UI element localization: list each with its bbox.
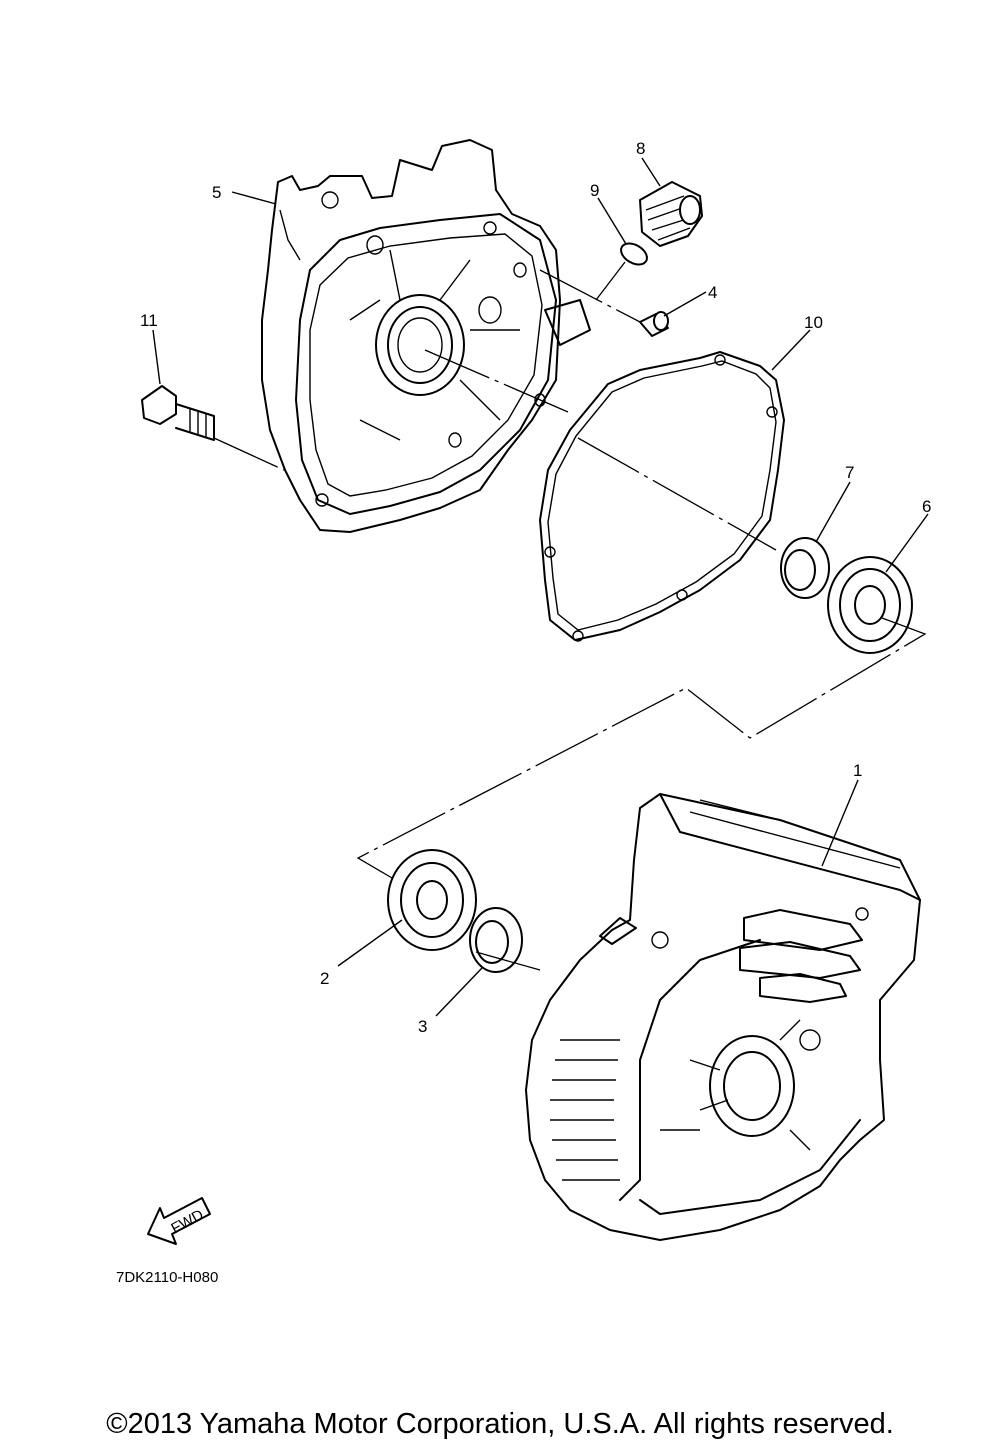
callout-9: 9 xyxy=(590,181,599,200)
callout-10: 10 xyxy=(804,313,823,332)
assembly-axis-lines xyxy=(213,261,927,971)
callout-8: 8 xyxy=(636,139,645,158)
callout-leader-lines xyxy=(152,157,929,1017)
oil-seal-part-3[interactable] xyxy=(469,907,523,973)
crankcase-cover-part-5[interactable] xyxy=(261,139,591,533)
callout-11: 11 xyxy=(140,311,158,330)
bearing-part-6[interactable] xyxy=(827,556,913,654)
bearing-part-2[interactable] xyxy=(387,849,477,951)
callout-1: 1 xyxy=(853,761,862,780)
callout-4: 4 xyxy=(708,283,717,302)
copyright-notice: ©2013 Yamaha Motor Corporation, U.S.A. A… xyxy=(106,1408,894,1440)
bolt-part-11[interactable] xyxy=(141,385,215,441)
crankcase-part-1[interactable] xyxy=(525,793,921,1241)
fwd-arrow-icon: FWD xyxy=(147,1197,211,1245)
callout-7: 7 xyxy=(845,463,854,482)
oil-seal-part-7[interactable] xyxy=(780,537,830,599)
fwd-arrow-label: FWD xyxy=(168,1206,206,1237)
plug-part-8[interactable] xyxy=(639,181,703,247)
callout-5: 5 xyxy=(212,183,221,202)
callout-3: 3 xyxy=(418,1017,427,1036)
gasket-part-10[interactable] xyxy=(539,351,785,642)
callout-6: 6 xyxy=(922,497,931,516)
drawing-code: 7DK2110-H080 xyxy=(116,1269,218,1286)
o-ring-part-9[interactable] xyxy=(617,239,650,269)
callout-2: 2 xyxy=(320,969,329,988)
